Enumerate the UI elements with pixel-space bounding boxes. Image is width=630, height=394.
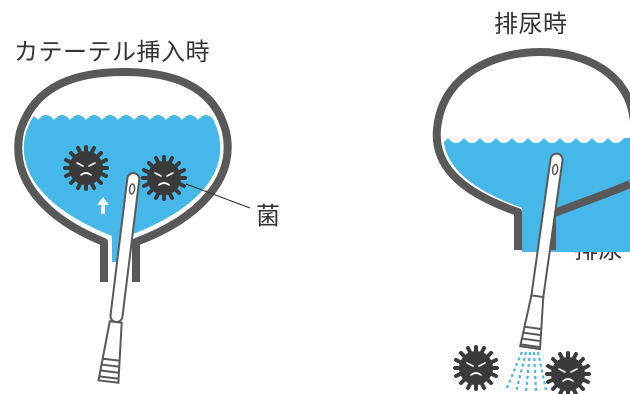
left-panel-title: カテーテル挿入時 (14, 38, 210, 66)
urine-spray (504, 351, 548, 393)
bacteria-icon (141, 155, 187, 201)
right-bladder (432, 48, 630, 252)
bacteria-leader-line (185, 183, 251, 209)
arrow-up-icon (97, 197, 109, 214)
bacteria-icon (545, 351, 591, 394)
bacteria-label: 菌 (256, 202, 281, 230)
right-urine (443, 146, 630, 252)
left-bladder-outline (14, 68, 232, 282)
right-bladder-outline (432, 48, 630, 250)
bacteria-icon (63, 145, 109, 191)
bacteria-icon (453, 345, 499, 391)
right-panel-title: 排尿時 (494, 10, 568, 38)
left-catheter (97, 172, 141, 384)
right-catheter (518, 152, 564, 351)
